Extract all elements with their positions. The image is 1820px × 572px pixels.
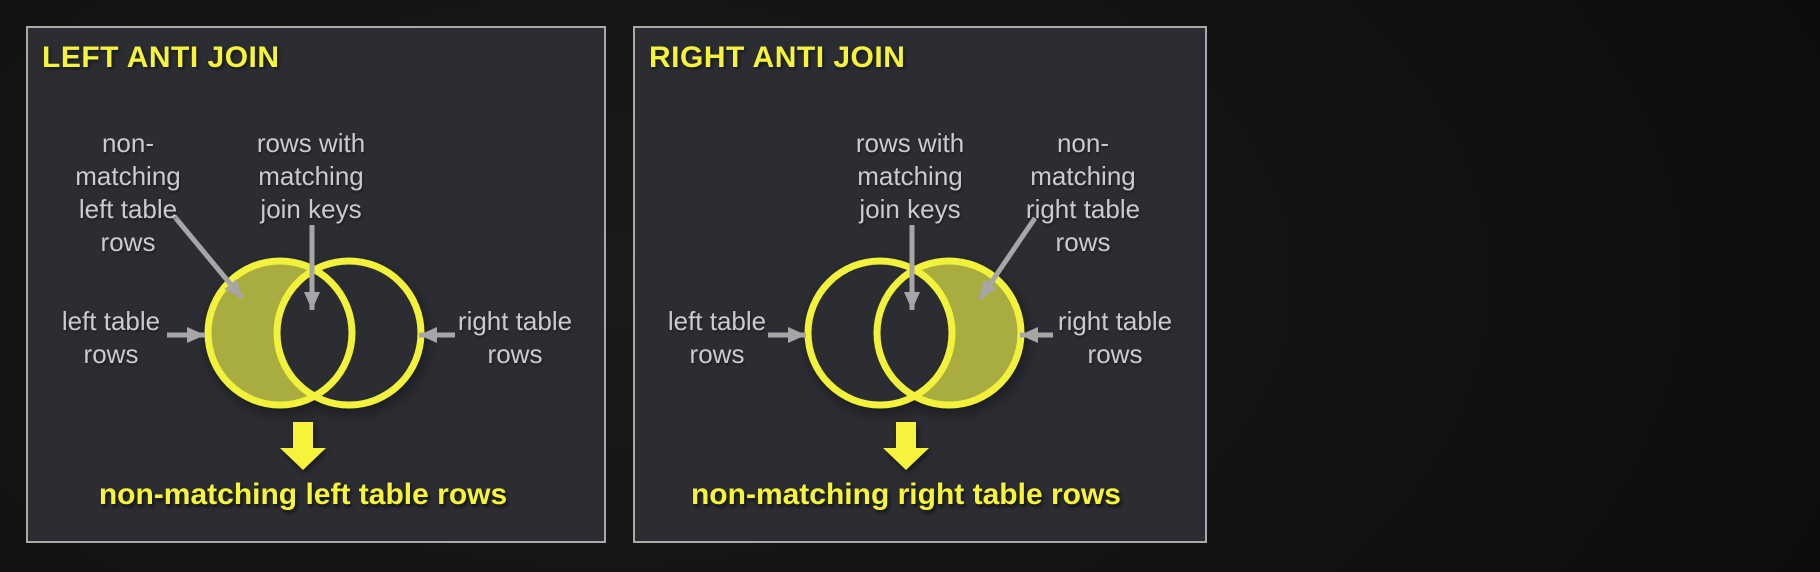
label-line: rows — [1055, 227, 1111, 257]
label-line: right table — [1057, 306, 1173, 336]
label-line: non- — [101, 128, 155, 158]
label-line: right table — [1025, 194, 1141, 224]
right-table-rows-label: right table rows — [445, 305, 585, 371]
result-label: non-matching right table rows — [690, 478, 1121, 511]
matching-join-keys-label: rows with matching join keys — [241, 127, 381, 226]
left-table-rows-label: left table rows — [647, 305, 787, 371]
nonmatching-rows-label: non- matching right table rows — [1013, 127, 1153, 259]
result-down-arrow — [883, 422, 929, 470]
label-line: right table — [457, 306, 573, 336]
label-line: left table — [78, 194, 178, 224]
label-line: rows — [100, 227, 156, 257]
label-line: rows — [1087, 339, 1143, 369]
panel-title: LEFT ANTI JOIN — [42, 41, 280, 74]
label-line: join keys — [859, 194, 961, 224]
label-line: rows — [689, 339, 745, 369]
label-line: matching — [258, 161, 364, 191]
label-line: rows with — [855, 128, 965, 158]
label-line: matching — [1030, 161, 1136, 191]
label-line: left table — [667, 306, 767, 336]
venn-diagram-right-anti-join — [768, 216, 1053, 470]
label-line: non- — [1056, 128, 1110, 158]
arrow-to-nonmatching-crescent — [172, 214, 244, 300]
left-table-circle — [804, 257, 956, 409]
panel-left-anti-join: LEFT ANTI JOIN non- matching left — [26, 26, 606, 543]
label-line: rows — [83, 339, 139, 369]
nonmatching-rows-label: non- matching left table rows — [58, 127, 198, 259]
panel-title: RIGHT ANTI JOIN — [649, 41, 906, 74]
right-table-rows-label: right table rows — [1045, 305, 1185, 371]
panel-right-anti-join: RIGHT ANTI JOIN rows with matching — [633, 26, 1207, 543]
matching-join-keys-label: rows with matching join keys — [840, 127, 980, 226]
label-line: left table — [61, 306, 161, 336]
result-label: non-matching left table rows — [98, 478, 508, 511]
result-down-arrow — [280, 422, 326, 470]
label-line: matching — [75, 161, 181, 191]
label-line: join keys — [260, 194, 362, 224]
arrow-to-nonmatching-crescent — [977, 216, 1038, 301]
label-line: rows with — [256, 128, 366, 158]
left-table-rows-label: left table rows — [41, 305, 181, 371]
label-line: matching — [857, 161, 963, 191]
left-table-circle — [204, 257, 356, 409]
venn-diagram-left-anti-join — [167, 214, 455, 470]
label-line: rows — [487, 339, 543, 369]
